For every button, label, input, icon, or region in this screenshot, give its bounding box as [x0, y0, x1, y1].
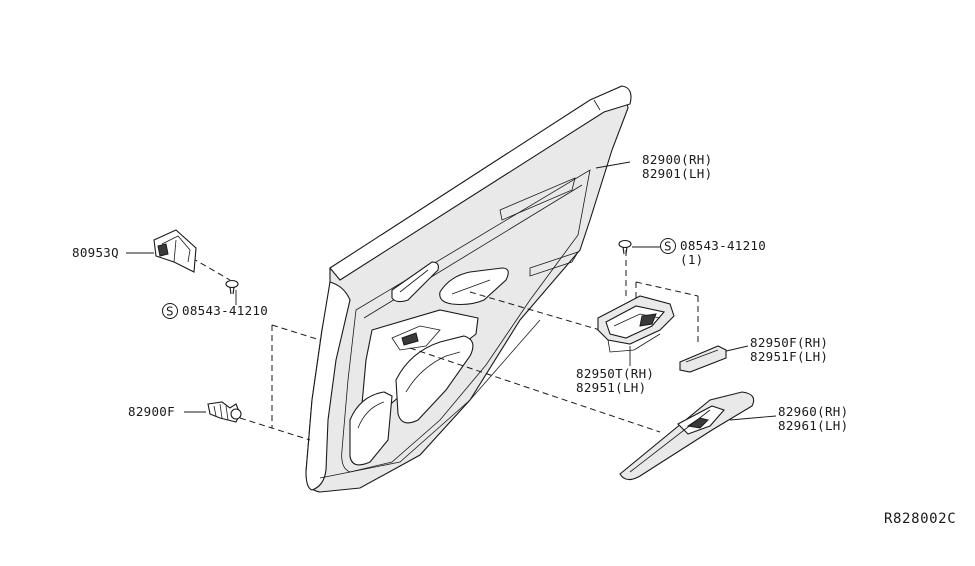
clip-part: [207, 401, 242, 423]
door-trim-panel: [305, 85, 632, 493]
label-armrest-finisher-lh: 82961(LH): [778, 418, 848, 433]
screw-symbol-lower: S: [162, 303, 178, 319]
cover-part: [679, 345, 727, 373]
screw-symbol-letter-lower: S: [166, 304, 174, 319]
screw-symbol-letter-upper: S: [664, 239, 672, 254]
bracket-part: [153, 229, 197, 273]
label-cover-rh: 82950F(RH): [750, 335, 828, 350]
label-screw-lower: 08543-41210: [182, 303, 268, 318]
label-bracket: 80953Q: [72, 245, 119, 260]
label-clip: 82900F: [128, 404, 175, 419]
assembly-lines: [126, 161, 777, 441]
label-armrest-finisher-rh: 82960(RH): [778, 404, 848, 419]
label-switch-finisher-rh: 82950T(RH): [576, 366, 654, 381]
reference-code: R828002C: [884, 511, 956, 527]
label-cover-lh: 82951F(LH): [750, 349, 828, 364]
label-trim-panel-rh: 82900(RH): [642, 152, 712, 167]
screw-upper: [618, 239, 632, 255]
switch-finisher-part: [597, 295, 675, 353]
armrest-finisher-part: [619, 391, 755, 481]
label-switch-finisher-lh: 82951(LH): [576, 380, 646, 395]
label-trim-panel-lh: 82901(LH): [642, 166, 712, 181]
screw-lower: [225, 279, 239, 295]
callout-labels: 82900(RH) 82901(LH) 80953Q S 08543-41210…: [72, 152, 956, 527]
label-screw-upper: 08543-41210: [680, 238, 766, 253]
screw-symbol-upper: S: [660, 238, 676, 254]
label-screw-upper-qty: (1): [680, 252, 703, 267]
